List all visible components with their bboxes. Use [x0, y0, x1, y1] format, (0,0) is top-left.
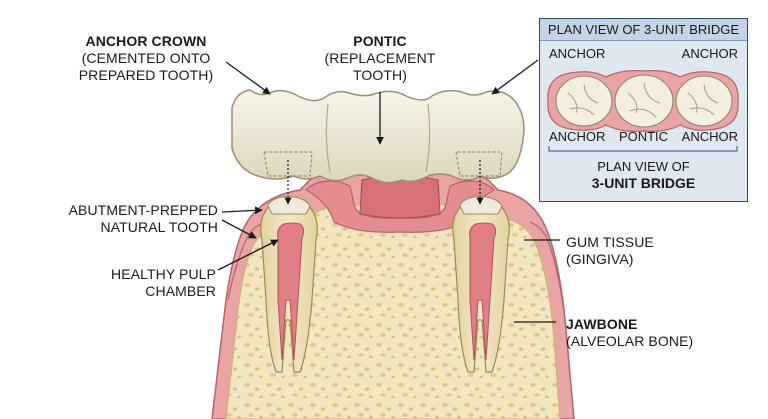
inset-caption-line1: PLAN VIEW OF	[540, 159, 747, 174]
plan-view-inset: PLAN VIEW OF 3-UNIT BRIDGE ANCHOR ANCHOR…	[539, 18, 748, 202]
jawbone-line1: (ALVEOLAR BONE)	[566, 333, 736, 350]
anchor-crown-title: ANCHOR CROWN	[62, 33, 230, 50]
gum-line2: (GINGIVA)	[566, 251, 706, 268]
gum-label: GUM TISSUE (GINGIVA)	[566, 234, 706, 268]
jawbone-title: JAWBONE	[566, 316, 736, 333]
abutment-line2: NATURAL TOOTH	[30, 219, 218, 236]
inset-header: PLAN VIEW OF 3-UNIT BRIDGE	[540, 19, 747, 41]
inset-bottom-right-anchor: ANCHOR	[682, 129, 738, 144]
inset-top-right-anchor: ANCHOR	[682, 46, 738, 61]
abutment-label: ABUTMENT-PREPPED NATURAL TOOTH	[30, 202, 218, 236]
inset-top-left-anchor: ANCHOR	[549, 46, 605, 61]
anchor-crown-line2: PREPARED TOOTH)	[62, 67, 230, 84]
pulp-line2: CHAMBER	[60, 283, 216, 300]
pulp-line1: HEALTHY PULP	[60, 266, 216, 283]
abutment-line1: ABUTMENT-PREPPED	[30, 202, 218, 219]
jawbone-label: JAWBONE (ALVEOLAR BONE)	[566, 316, 736, 350]
inset-caption-line2: 3-UNIT BRIDGE	[540, 176, 747, 191]
pontic-line1: (REPLACEMENT	[310, 50, 450, 67]
plan-view-drawing	[540, 63, 746, 137]
anchor-crown-line1: (CEMENTED ONTO	[62, 50, 230, 67]
anchor-crown-label: ANCHOR CROWN (CEMENTED ONTO PREPARED TOO…	[62, 33, 230, 84]
inset-bracket	[548, 145, 738, 155]
pulp-label: HEALTHY PULP CHAMBER	[60, 266, 216, 300]
pontic-line2: TOOTH)	[310, 67, 450, 84]
pontic-label: PONTIC (REPLACEMENT TOOTH)	[310, 33, 450, 84]
gum-line1: GUM TISSUE	[566, 234, 706, 251]
pontic-title: PONTIC	[310, 33, 450, 50]
